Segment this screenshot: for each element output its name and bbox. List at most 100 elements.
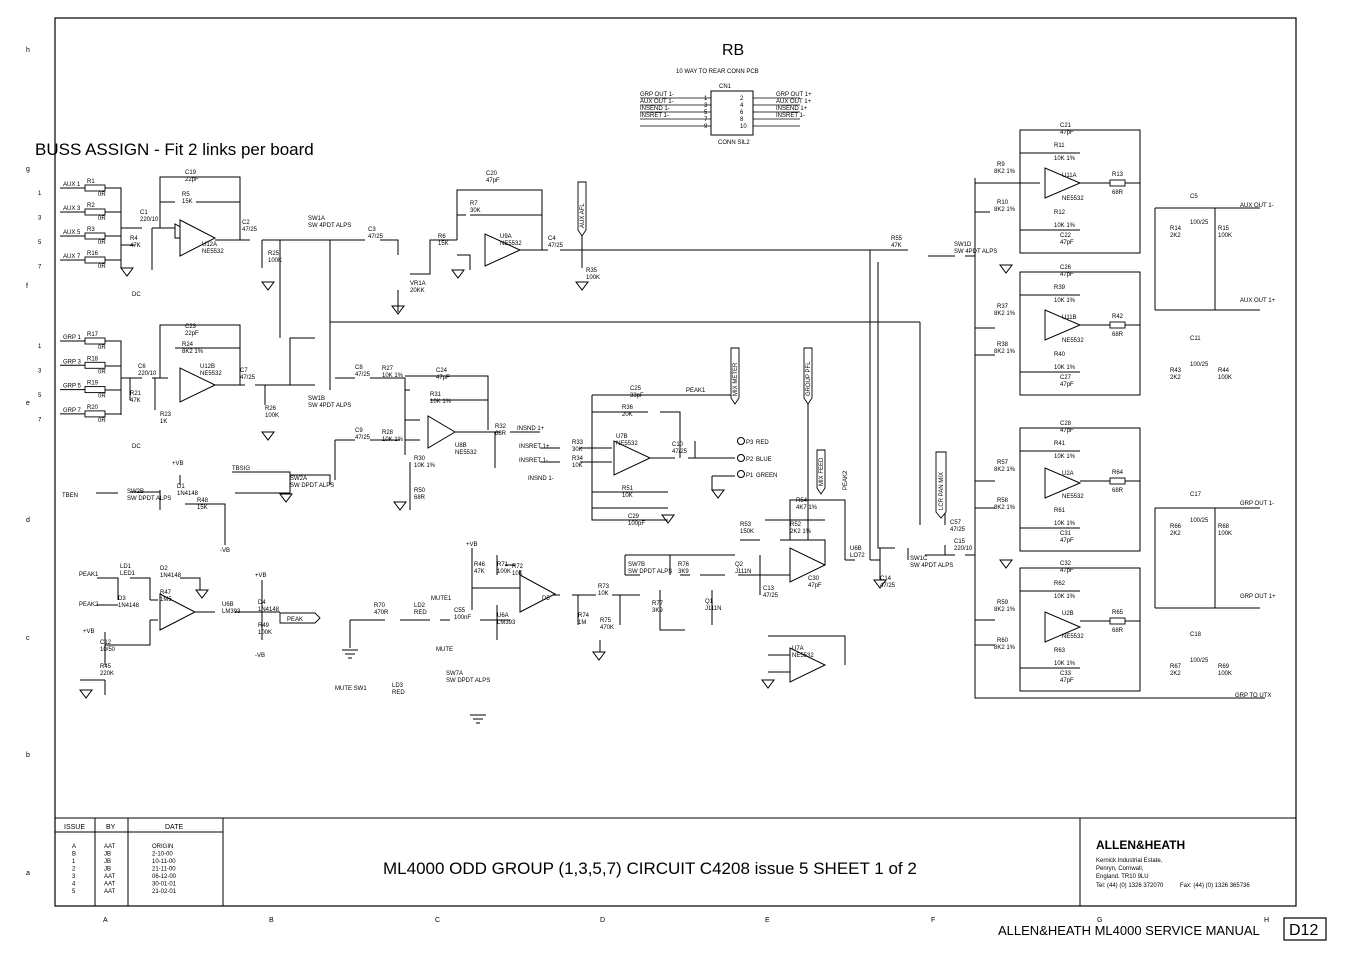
grid-row-d: d (26, 517, 30, 524)
component-ref: R46 (474, 562, 486, 568)
component-value: 68R (414, 495, 426, 501)
component-value: 47/25 (548, 243, 564, 249)
grid-col-D: D (600, 917, 605, 924)
component-ref: R7 (470, 201, 478, 207)
connector-pin-right: 10 (740, 124, 747, 130)
stage-output-cap: C11 (1190, 336, 1201, 342)
component-value: 10K (572, 463, 583, 469)
insret-minus-label: INSRET 1- (519, 458, 548, 464)
grp-to-utx-label: GRP TO UTX (1235, 693, 1271, 699)
opamp-U2A (1044, 467, 1082, 499)
stage-output-value: 68R (1112, 628, 1124, 634)
p1-label: P1 (746, 473, 754, 479)
stage-opamp-ref: U2B (1062, 611, 1074, 617)
component-value: 100pF (628, 521, 645, 527)
grp-input-label: GRP 1 (63, 335, 82, 341)
p3-pad (737, 437, 745, 445)
insend-plus-label: INSND 1+ (517, 426, 545, 432)
component-ref: C8 (355, 365, 363, 371)
stage-shunt-value: 100K (1218, 375, 1232, 381)
grp-bus-number: 3 (38, 369, 42, 375)
component-value: SW 4PDT ALPS (308, 403, 351, 409)
component-ref: C24 (436, 368, 448, 374)
component-value: 47/25 (240, 375, 256, 381)
component-ref: LD3 (392, 683, 404, 689)
stage-opamp-value: NE5532 (1062, 196, 1084, 202)
connector-signal-left: AUX OUT 1- (640, 99, 674, 105)
grid-row-h: h (26, 47, 30, 54)
company-address-2: Penryn, Cornwall, (1096, 866, 1144, 872)
opamp-LO72 (789, 647, 827, 683)
component-ref: U6B (222, 602, 234, 608)
stage-feedback-res: R40 (1054, 352, 1066, 358)
inline-labels: INSND 1+ INSRET 1+ INSRET 1- INSND 1- PE… (83, 292, 1271, 699)
grid-col-C: C (435, 917, 440, 924)
stage-input-value: 8K2 1% (994, 645, 1016, 651)
stage-shunt-value: 100K (1218, 531, 1232, 537)
revision-date: ORIGIN (152, 844, 173, 850)
aux-input-label: AUX 5 (63, 230, 81, 236)
component-value: 47K (130, 243, 141, 249)
component-value: 15K (438, 241, 449, 247)
component-ref: C15 (954, 539, 966, 545)
revision-date: 30-01-01 (152, 882, 177, 888)
component-value: 100K (586, 275, 600, 281)
component-ref: U6B (850, 546, 862, 552)
stage-input-res: R57 (997, 460, 1009, 466)
component-ref: R53 (740, 522, 752, 528)
component-ref: R71 (497, 562, 509, 568)
component-ref: SW1C (910, 556, 928, 562)
component-value: 22pF (185, 177, 199, 183)
stage-output-cap: C5 (1190, 194, 1198, 200)
component-value: 47/25 (950, 527, 966, 533)
component-value: 3K9 (652, 608, 663, 614)
stage-output-res: R65 (1112, 610, 1124, 616)
stage-cap-ref: C21 (1060, 123, 1072, 129)
stage-output-res: R64 (1112, 470, 1124, 476)
connector-pin-right: 6 (740, 110, 744, 116)
component-ref: R76 (678, 562, 690, 568)
component-ref: R47 (160, 590, 172, 596)
stage-feedback-res: R41 (1054, 441, 1066, 447)
component-ref: C55 (454, 608, 466, 614)
grp-bus-number: 1 (38, 344, 42, 350)
component-ref: R52 (790, 522, 802, 528)
stage-cap-ref: C31 (1060, 531, 1072, 537)
component-value: NE5532 (200, 371, 222, 377)
component-value: RED (392, 690, 405, 696)
component-ref: C7 (240, 368, 248, 374)
stage-shunt-res: R15 (1218, 226, 1230, 232)
component-value: 10K 1% (430, 399, 452, 405)
grp-link-value: 0R (98, 418, 106, 424)
component-ref: R35 (586, 268, 598, 274)
revision-issue: 5 (72, 889, 76, 895)
aux-afl-label: AUX AFL (580, 203, 586, 228)
stage-cap-ref: C27 (1060, 375, 1072, 381)
signal-input-label: PEAK1 (79, 572, 99, 578)
connector-ref: CN1 (719, 84, 732, 90)
grp-bus-number: 5 (38, 393, 42, 399)
component-value: 47/25 (355, 435, 371, 441)
mix-meter-tag (730, 347, 740, 405)
component-ref: C6 (138, 364, 146, 370)
component-ref: C29 (628, 514, 640, 520)
page-code: D12 (1289, 922, 1318, 939)
aux-link-ref: R16 (87, 251, 99, 257)
stage-input-res: R9 (997, 162, 1005, 168)
connector-signal-left: INSEND 1- (640, 106, 670, 112)
peak2-label: PEAK2 (843, 470, 849, 490)
stage-output-res: R42 (1112, 314, 1124, 320)
component-value: 2K2 1% (790, 529, 812, 535)
component-ref: C9 (355, 428, 363, 434)
company-fax: Fax: (44) (0) 1326 365736 (1180, 883, 1250, 889)
component-ref: SW2B (127, 489, 144, 495)
component-ref: U12B (200, 364, 215, 370)
revision-by: JB (104, 852, 111, 858)
grid-col-H: H (1264, 917, 1269, 924)
component-value: 47pF (808, 583, 822, 589)
stage-feedback-res: R61 (1054, 508, 1066, 514)
opamp-U11A (1044, 167, 1082, 199)
component-value: SW DPDT ALPS (290, 483, 334, 489)
